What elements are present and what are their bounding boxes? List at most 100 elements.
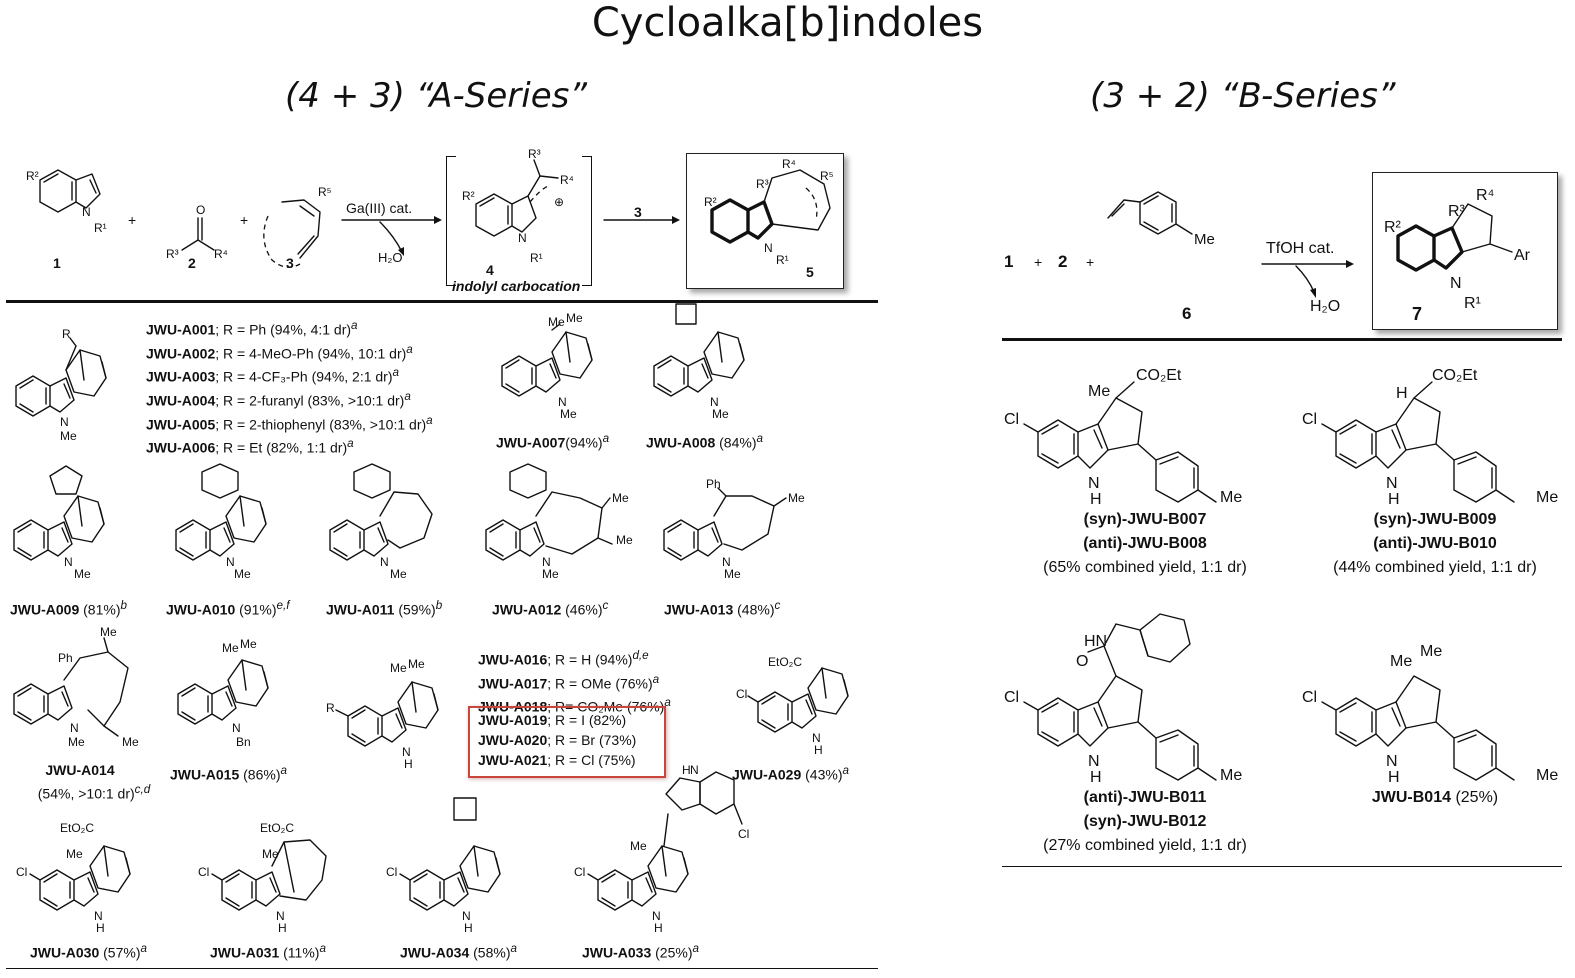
list-item: JWU-A002; R = 4-MeO-Ph (94%, 10:1 dr)a [146, 342, 413, 362]
halogen-highlight-box [468, 706, 666, 778]
a-scheme-divider [6, 300, 878, 303]
atom-label: Me [122, 735, 139, 749]
a033-label: JWU-A033 (25%)a [582, 942, 699, 961]
list-item: JWU-A003; R = 4-CF₃-Ph (94%, 2:1 dr)a [146, 366, 399, 385]
atom-label: N [710, 395, 719, 409]
atom-label: Me [616, 533, 633, 547]
b-bottom-rule [1002, 866, 1562, 868]
compound-number-4: 4 [486, 262, 494, 278]
atom-label: R² [1384, 219, 1402, 236]
list-item: JWU-A020; R = Br (73%) [478, 732, 637, 748]
atom-label: Me [234, 567, 251, 581]
atom-label: Me [222, 641, 239, 655]
a-series-structures: R N Me Me Me N Me N Me N Me N Me N Me Me… [13, 303, 849, 935]
atom-label: N [462, 909, 471, 923]
product-7-box [1372, 172, 1558, 330]
atom-label: Me [712, 407, 729, 421]
plus-sign: + [240, 212, 249, 228]
atom-label: Me [788, 491, 805, 505]
atom-label: O [1076, 653, 1088, 670]
atom-label: EtO₂C [768, 655, 802, 669]
atom-label: R¹ [1464, 295, 1481, 312]
list-item: JWU-A016; R = H (94%)d,e [478, 649, 649, 668]
b-scheme-divider [1002, 338, 1562, 341]
atom-label: R² [704, 195, 717, 209]
atom-label: R⁴ [214, 247, 228, 261]
a014-structure [13, 637, 129, 737]
b009-structure [1321, 381, 1515, 503]
atom-label: N [380, 555, 389, 569]
a008-structure [653, 303, 745, 397]
compound-name: (syn)-JWU-B009 [1373, 511, 1497, 528]
atom-label: Cl [1004, 411, 1019, 428]
a014-label: JWU-A014 [45, 762, 115, 778]
a012-structure [485, 463, 613, 561]
a-series-scheme: R² N R¹ O R³ R⁴ R⁵ R² R³ R⁴ ⊕ N R¹ [26, 147, 834, 268]
atom-label: Me [74, 567, 91, 581]
atom-label: Me [262, 847, 279, 861]
list-item: JWU-A001; R = Ph (94%, 4:1 dr)a [146, 319, 358, 338]
atom-label: Me [1220, 489, 1242, 506]
a013-structure [663, 487, 787, 561]
a029-label: JWU-A029 (43%)a [732, 764, 849, 783]
atom-label: N [402, 745, 411, 759]
a008-label: JWU-A008 (84%)a [646, 432, 763, 451]
a001-structure [15, 337, 107, 417]
atom-label: R² [26, 169, 39, 183]
atom-label: N [558, 395, 567, 409]
atom-label: N [518, 231, 527, 245]
atom-label: H [1090, 769, 1102, 786]
atom-label: R³ [1448, 203, 1466, 220]
atom-label: H [682, 763, 691, 777]
atom-label: Me [1220, 767, 1242, 784]
atom-label: R³ [166, 247, 179, 261]
atom-label: H [654, 921, 663, 935]
atom-label: Me [542, 567, 559, 581]
atom-label: H [1388, 769, 1400, 786]
compound-1-structure [39, 169, 101, 213]
atom-label: Me [1536, 489, 1558, 506]
atom-label: Me [66, 847, 83, 861]
atom-label: Me [1390, 653, 1412, 670]
compound-number-3: 3 [286, 255, 294, 271]
compound-name: (anti)-JWU-B011 [1083, 789, 1207, 806]
compound-number-2: 2 [188, 255, 196, 271]
atom-label: N [94, 909, 103, 923]
b-compound-2: 2 [1058, 252, 1068, 271]
atom-label: Me [390, 567, 407, 581]
atom-label: R¹ [94, 221, 107, 235]
b-series-structures: Cl Me CO₂Et N H Me Cl H CO₂Et N H Me Cl … [1004, 367, 1558, 786]
a034-label: JWU-A034 (58%)a [400, 942, 517, 961]
b011-b012-label: (anti)-JWU-B011 (syn)-JWU-B012 (27% comb… [1010, 786, 1280, 858]
list-item: JWU-A005; R = 2-thiophenyl (83%, >10:1 d… [146, 413, 433, 433]
a016-a018-list: JWU-A016; R = H (94%)d,e JWU-A017; R = O… [478, 646, 671, 717]
a015-structure [177, 659, 269, 725]
atom-label: Cl [1004, 689, 1019, 706]
compound-3-structure [263, 199, 321, 268]
atom-label: Me [1194, 231, 1215, 248]
atom-label: N [226, 555, 235, 569]
intermediate-label: indolyl carbocation [452, 278, 581, 294]
atom-label: N [542, 555, 551, 569]
page-title: Cycloalka[b]indoles [591, 0, 984, 46]
compound-7-structure [1396, 203, 1513, 272]
compound-yield: (27% combined yield, 1:1 dr) [1043, 837, 1247, 854]
atom-label: Me [1088, 383, 1110, 400]
a030-label: JWU-A030 (57%)a [30, 942, 147, 961]
atom-label: Cl [16, 865, 27, 879]
compound-yield: (25%) [1451, 789, 1499, 806]
atom-label: N [276, 909, 285, 923]
atom-label: H [96, 921, 105, 935]
compound-yield: (65% combined yield, 1:1 dr) [1043, 559, 1247, 576]
atom-label: Me [408, 657, 425, 671]
atom-label: N [70, 721, 79, 735]
atom-label: Me [630, 839, 647, 853]
atom-label: Me [240, 637, 257, 651]
b014-structure [1321, 675, 1515, 781]
atom-label: Cl [1302, 411, 1317, 428]
compound-6-structure [1107, 191, 1193, 235]
atom-label: N [232, 721, 241, 735]
atom-label: Me [612, 491, 629, 505]
atom-label: CO₂Et [1432, 367, 1478, 384]
ga-catalyst-label: Ga(III) cat. [346, 200, 413, 216]
